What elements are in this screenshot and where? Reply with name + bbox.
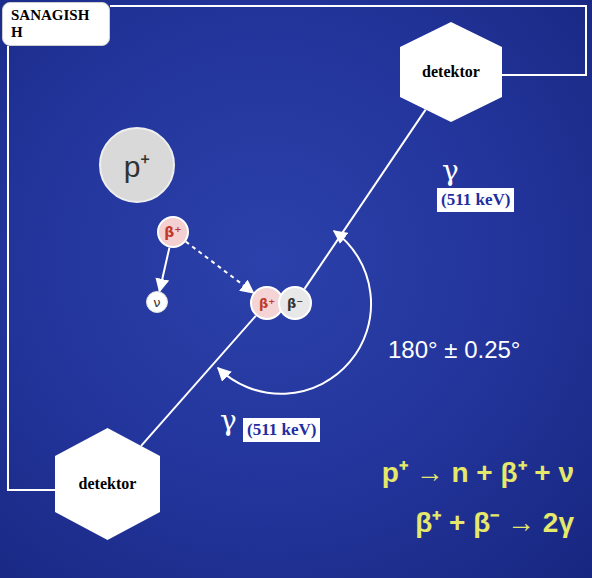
connector-line (8, 46, 55, 490)
neutrino-circle: ν (146, 291, 168, 313)
energy-label-box: (511 keV) (437, 188, 514, 212)
electron-circle: β⁻ (278, 286, 312, 320)
node-text: β⁺ (259, 296, 275, 311)
gamma-label: γ (442, 156, 459, 186)
angle-arc (218, 231, 371, 394)
detector-hexagon: detektor (55, 428, 160, 540)
node-text: detektor (79, 475, 137, 493)
connector-line (305, 110, 426, 289)
positron-circle: β⁺ (157, 216, 189, 248)
node-text: detektor (422, 63, 480, 81)
node-text: SANAGISH H (11, 7, 101, 41)
equation: β⁺ + β⁻ → 2γ (415, 502, 574, 540)
connector-line (141, 316, 256, 446)
node-text: β⁺ (164, 224, 181, 240)
node-text: (511 keV) (247, 420, 316, 440)
equation: p⁺ → n + β⁺ + ν (382, 452, 574, 490)
node-text: p⁺ (124, 145, 151, 186)
node-text: β⁻ (287, 296, 303, 311)
energy-label-box: (511 keV) (243, 418, 320, 442)
connector-line (110, 6, 586, 75)
detector-hexagon: detektor (400, 22, 502, 122)
hexagon-shape (55, 428, 160, 540)
counter-box: SANAGISH H (2, 2, 110, 46)
connector-line (186, 242, 254, 293)
proton-circle: p⁺ (99, 127, 175, 203)
node-text: ν (153, 295, 160, 310)
angle-label: 180° ± 0.25° (388, 336, 520, 364)
connector-line (160, 248, 170, 292)
node-text: (511 keV) (441, 190, 510, 210)
gamma-label: γ (220, 406, 237, 436)
hexagon-shape (400, 22, 502, 122)
